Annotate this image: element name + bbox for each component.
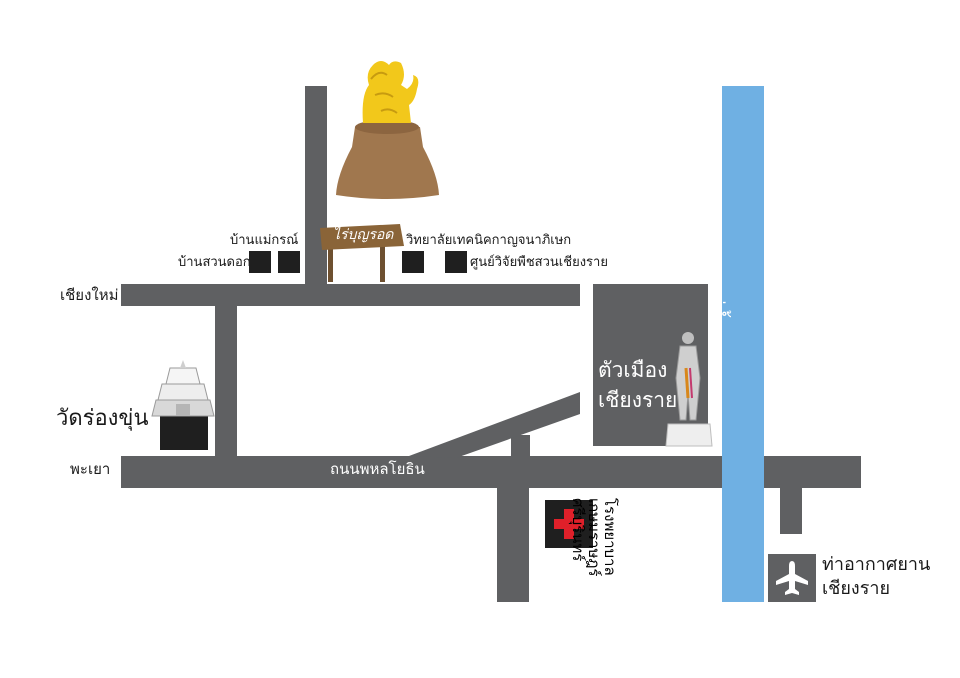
airplane-icon (776, 561, 808, 595)
label-ban-mae-korn: บ้านแม่กรณ์ (230, 233, 299, 248)
road-chiang-mai (121, 284, 580, 306)
king-mengrai-statue-icon (665, 332, 713, 447)
road-wat-rong-khun-connector (215, 306, 237, 456)
label-phayao: พะเยา (70, 460, 111, 478)
marker-ban-suan-dok (249, 251, 271, 273)
white-temple-icon (151, 360, 215, 417)
label-airport-line1: ท่าอากาศยาน (822, 554, 931, 575)
singha-statue-icon (336, 61, 439, 199)
label-phahonyothin: ถนนพหลโยธิน (330, 460, 425, 478)
label-wat-rong-khun: วัดร่องขุ่น (56, 406, 149, 431)
marker-ban-mae-korn (278, 251, 300, 273)
label-research-center: ศูนย์วิจัยพืชสวนเชียงราย (470, 255, 608, 270)
label-chiang-mai: เชียงใหม่ (60, 286, 119, 304)
river-kok (722, 86, 764, 602)
label-city-line1: ตัวเมือง (598, 358, 668, 382)
road-short-stub (511, 435, 530, 458)
label-airport-line2: เชียงราย (822, 578, 891, 599)
marker-college (402, 251, 424, 273)
road-airport-branch (780, 488, 802, 534)
road-south-hospital (497, 488, 529, 602)
label-ban-suan-dok: บ้านสวนดอก (178, 255, 251, 270)
marker-research-center (445, 251, 467, 273)
rai-boon-rod-sign-text: ไร่บุญรอด (333, 227, 394, 243)
label-city-line2: เชียงราย (598, 388, 678, 412)
label-hospital-line3: ศรีบุรินทร์ (569, 498, 587, 562)
rai-boon-rod-sign-post (320, 224, 404, 282)
label-college: วิทยาลัยเทคนิคกาญจนาภิเษก (406, 233, 572, 248)
red-cross-icon (554, 509, 584, 539)
